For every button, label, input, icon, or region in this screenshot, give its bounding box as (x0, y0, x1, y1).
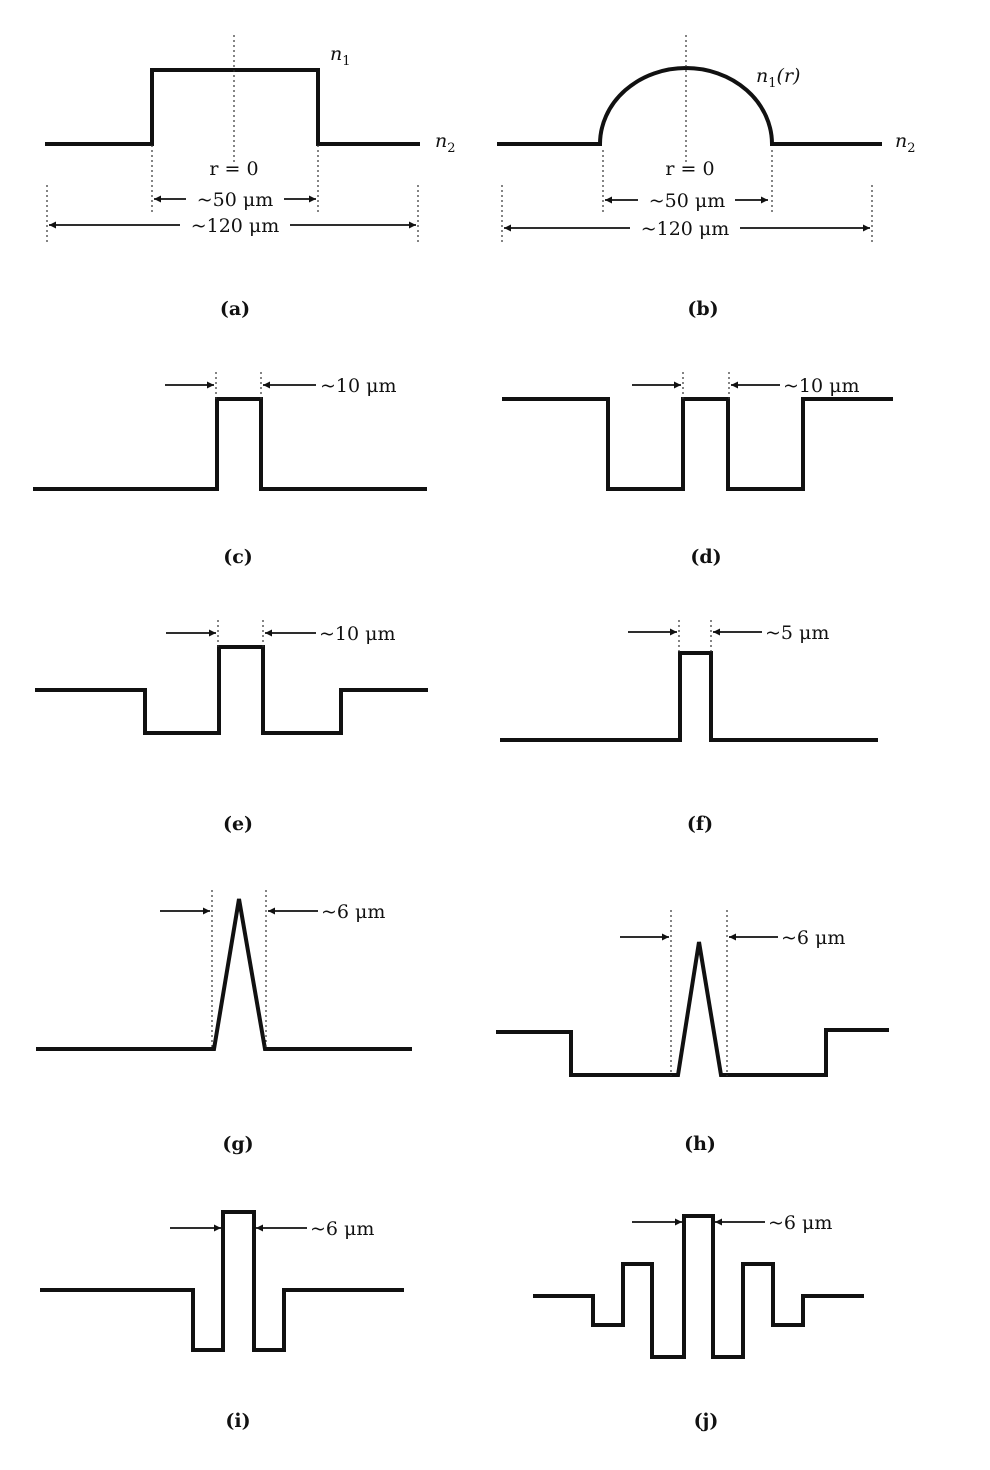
triangular-depressed-profile (496, 941, 889, 1077)
panel-caption: (b) (687, 298, 718, 320)
panel-c: ~10 μm (c) (33, 372, 427, 568)
cladding-index-label: n2 (435, 130, 456, 156)
core-width-label: ~6 μm (768, 1212, 832, 1234)
panel-i: ~6 μm (i) (40, 1210, 404, 1432)
core-width-label: ~6 μm (310, 1218, 374, 1240)
core-width-label: ~50 μm (649, 190, 726, 212)
panel-d: ~10 μm (d) (502, 372, 893, 568)
graded-index-profile (497, 66, 882, 146)
cladding-width-label: ~120 μm (641, 218, 730, 240)
core-index-label: n1(r) (756, 65, 800, 91)
core-width-label: ~6 μm (321, 901, 385, 923)
panel-h: ~6 μm (h) (496, 910, 889, 1155)
triple-clad-profile (40, 1210, 404, 1352)
panel-b: n1(r) n2 r = 0 ~50 μm ~120 μm (b) (497, 35, 916, 320)
panel-caption: (g) (222, 1133, 253, 1155)
panel-caption: (i) (225, 1410, 250, 1432)
core-width-label: ~5 μm (765, 622, 829, 644)
panel-j: ~6 μm (j) (533, 1212, 864, 1432)
panel-caption: (c) (223, 546, 253, 568)
panel-caption: (j) (694, 1410, 719, 1432)
core-width-label: ~50 μm (197, 189, 274, 211)
axis-origin-label: r = 0 (209, 158, 258, 180)
core-index-label: n1 (330, 43, 351, 69)
panel-a: n1 n2 r = 0 ~50 μm ~120 μm (a) (45, 35, 456, 320)
panel-g: ~6 μm (g) (36, 890, 412, 1155)
cladding-index-label: n2 (895, 130, 916, 156)
panel-caption: (d) (690, 546, 721, 568)
axis-origin-label: r = 0 (665, 158, 714, 180)
single-mode-step-profile (500, 651, 878, 742)
panel-f: ~5 μm (f) (500, 620, 878, 835)
triangular-profile (36, 898, 412, 1051)
step-index-profile (33, 397, 427, 491)
panel-caption: (f) (687, 813, 713, 835)
panel-caption: (e) (223, 813, 253, 835)
step-index-profile (45, 68, 420, 146)
core-width-label: ~10 μm (319, 623, 396, 645)
segmented-core-profile (533, 1214, 864, 1359)
core-width-label: ~10 μm (783, 375, 860, 397)
depressed-cladding-profile (502, 397, 893, 491)
cladding-width-label: ~120 μm (191, 215, 280, 237)
core-width-label: ~10 μm (320, 375, 397, 397)
core-width-label: ~6 μm (781, 927, 845, 949)
panel-caption: (h) (684, 1133, 716, 1155)
w-profile (35, 645, 428, 735)
panel-caption: (a) (220, 298, 250, 320)
panel-e: ~10 μm (e) (35, 620, 428, 835)
